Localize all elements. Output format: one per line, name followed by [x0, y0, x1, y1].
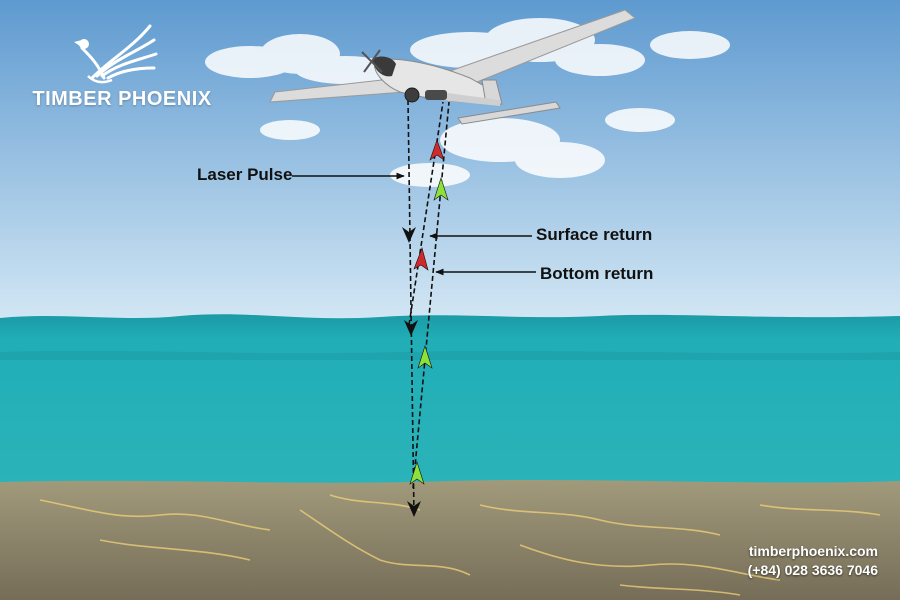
brand-logo: TIMBER PHOENIX [22, 18, 222, 110]
bottom-return-beam [412, 101, 450, 489]
laser-pulse-beam [407, 99, 415, 516]
water-surface [0, 314, 900, 485]
beam-lines [407, 99, 450, 516]
seabed [0, 479, 900, 600]
phoenix-logo-icon [74, 24, 158, 84]
surface-return-arrows [413, 139, 445, 271]
clouds [205, 18, 730, 187]
surface-return-label: Surface return [536, 225, 653, 244]
surface-return-beam [408, 101, 444, 326]
laser-pulse-arrows [402, 227, 421, 517]
brand-name: TIMBER PHOENIX [32, 88, 212, 110]
website-link[interactable]: timberphoenix.com [748, 543, 878, 559]
drone-tail-fin [481, 79, 503, 105]
water-horizon-band [0, 350, 900, 360]
drone-tail-plane [457, 101, 561, 125]
drone-icon [269, 9, 636, 125]
seabed-caustics [39, 494, 881, 596]
contact-info: timberphoenix.com (+84) 028 3636 7046 [748, 542, 878, 580]
drone-sensor [404, 87, 420, 103]
drone-nose [372, 56, 396, 77]
bottom-return-arrows [409, 177, 449, 485]
bottom-return-label: Bottom return [540, 264, 654, 283]
laser-pulse-label: Laser Pulse [197, 165, 293, 184]
phone-number: (+84) 028 3636 7046 [747, 562, 878, 578]
drone-tail-boom [440, 92, 500, 106]
